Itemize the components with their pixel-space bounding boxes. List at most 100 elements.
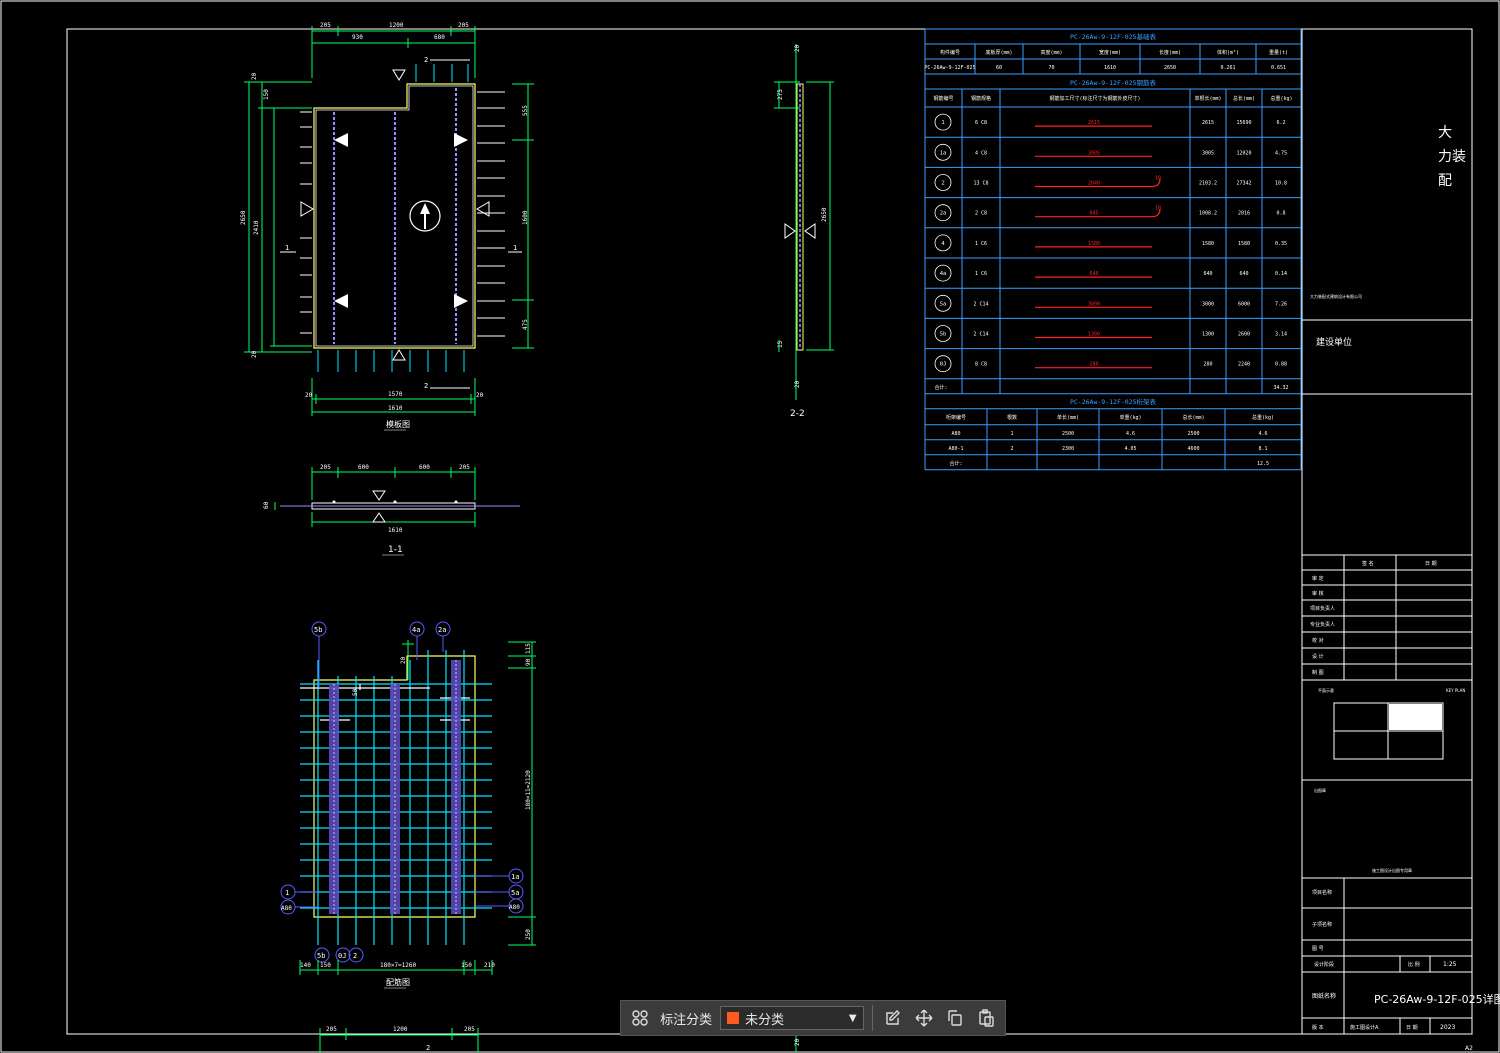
plan-dim-bottom-2: 20 bbox=[476, 392, 484, 399]
rebar-id-bubble-5 bbox=[934, 264, 952, 282]
sec11-dim-3: 205 bbox=[459, 464, 470, 471]
rebar-id-1: 1a bbox=[940, 150, 947, 156]
rebar-id-bubble-2 bbox=[934, 174, 952, 191]
rebar-hook-len-3: 10 bbox=[1155, 206, 1161, 212]
rebar-bubble-top-1: 4a bbox=[412, 626, 420, 634]
sec22-dim-2: 2650 bbox=[821, 207, 828, 222]
paste-icon[interactable] bbox=[974, 1005, 999, 1031]
sec11-height: 60 bbox=[263, 501, 270, 509]
rebar-id-bubble-7 bbox=[934, 325, 952, 342]
plan-dim-left-0: 20 bbox=[251, 72, 258, 80]
rebar-len-4: 1580 bbox=[1202, 241, 1214, 247]
embed-cell-1-5: 8.1 bbox=[1258, 446, 1267, 452]
rebar-table-header-2: 钢筋加工尺寸(标注尺寸为钢筋外皮尺寸) bbox=[1049, 95, 1140, 102]
rebar-total-wt: 34.32 bbox=[1273, 385, 1288, 391]
rebar-dim-bottom-2: 180×7=1260 bbox=[380, 962, 417, 969]
rebar-wt-2: 10.8 bbox=[1275, 181, 1287, 187]
sec22-dim-3: 15 bbox=[777, 340, 784, 348]
rebar-callouts-top bbox=[311, 621, 451, 688]
rebar-spec-0: 6 C8 bbox=[975, 120, 987, 126]
annotation-category-select[interactable]: 未分类 ▼ bbox=[720, 1006, 864, 1030]
plan-dim-left-2: 2650 bbox=[240, 210, 247, 225]
rebar-bubble-right-0: 1a bbox=[511, 873, 519, 881]
move-icon[interactable] bbox=[912, 1005, 937, 1031]
embed-table-header-1: 根数 bbox=[1007, 414, 1017, 421]
rebar-shape-len-5: 640 bbox=[1089, 271, 1098, 277]
keyplan-diagram bbox=[1333, 702, 1444, 760]
rebar-shape-len-7: 1300 bbox=[1088, 332, 1100, 338]
rebar-hook-2 bbox=[1151, 178, 1161, 188]
rebar-spec-1: 4 C8 bbox=[975, 150, 987, 156]
rebar-id-6: 5a bbox=[940, 301, 947, 307]
rebar-dim-bottom-3: 150 bbox=[461, 962, 472, 969]
rebar-len-3: 1008.2 bbox=[1199, 211, 1217, 217]
rebar-id-bubble-3 bbox=[934, 204, 952, 222]
plan-dim-right-1: 1600 bbox=[522, 210, 529, 225]
info-table-title: PC-26Aw-9-12F-025基础表 bbox=[1070, 32, 1157, 41]
plan-sec-mark-top: 2 bbox=[424, 56, 428, 64]
rebar-wt-6: 7.26 bbox=[1275, 301, 1287, 307]
section-2-2: 20 275 2650 15 20 2-2 bbox=[774, 44, 834, 419]
rebar-dim-bottom-4: 210 bbox=[484, 962, 495, 969]
bottom-partial-view: 205 1200 205 2 20 bbox=[319, 1026, 801, 1053]
sign-header-1: 日 期 bbox=[1425, 561, 1437, 567]
bottom-dim-1: 1200 bbox=[393, 1026, 408, 1033]
chevron-down-icon: ▼ bbox=[848, 1012, 857, 1024]
scale-value: 1:25 bbox=[1443, 961, 1457, 968]
plan-slab-outline bbox=[313, 83, 476, 349]
rebar-dim-bottom-0: 140 bbox=[300, 962, 311, 969]
info-table-header-4: 长度(mm) bbox=[1159, 49, 1181, 56]
rebar-id-0: 1 bbox=[941, 120, 944, 126]
info-table-cell-3: 1610 bbox=[1104, 65, 1116, 71]
rebar-id-2: 2 bbox=[941, 181, 944, 187]
plan-dim-top-0: 205 bbox=[320, 22, 331, 29]
rebar-id-bubble-6 bbox=[934, 294, 952, 312]
annotation-category-label: 标注分类 bbox=[660, 1012, 713, 1028]
embed-cell-0-4: 2500 bbox=[1187, 431, 1199, 437]
drawing-name-label: 图纸名称 bbox=[1312, 992, 1336, 1000]
rebar-len-6: 3000 bbox=[1202, 301, 1214, 307]
stamp-label: 出图章 bbox=[1314, 787, 1326, 793]
info-table-header-3: 宽度(mm) bbox=[1099, 49, 1121, 56]
plan-dim-bottom-0: 20 bbox=[305, 392, 313, 399]
rebar-truss-bands bbox=[329, 660, 461, 914]
info-table-header-0: 构件编号 bbox=[940, 49, 960, 56]
edit-icon[interactable] bbox=[881, 1005, 906, 1031]
copy-icon[interactable] bbox=[943, 1005, 968, 1031]
info-table-cell-1: 60 bbox=[996, 65, 1002, 71]
company-name-line-1: 大 bbox=[1438, 125, 1452, 141]
grid-apps-icon[interactable] bbox=[627, 1005, 652, 1031]
plan-rebar-ticks-left bbox=[300, 111, 312, 334]
rebar-spec-8: 8 C8 bbox=[975, 362, 987, 368]
rebar-bubble-right-2: A80 bbox=[509, 904, 520, 911]
embed-cell-1-0: A80-1 bbox=[948, 446, 963, 452]
rebar-total-label: 合计: bbox=[934, 384, 947, 391]
rebar-shape-len-8: 280 bbox=[1089, 362, 1098, 368]
bottom-dim-0: 205 bbox=[326, 1026, 337, 1033]
build-unit-label: 建设单位 bbox=[1316, 336, 1352, 348]
rebar-wt-4: 0.35 bbox=[1275, 241, 1287, 247]
plan-direction-arrow-icon bbox=[409, 200, 441, 232]
rebar-total-7: 2600 bbox=[1238, 332, 1250, 338]
plan-rebar-ticks-bottom bbox=[317, 350, 465, 372]
plan-dim-top-1: 1200 bbox=[389, 22, 404, 29]
info-table-header-2: 高度(mm) bbox=[1040, 49, 1062, 56]
rebar-total-6: 6000 bbox=[1238, 301, 1250, 307]
rebar-callouts-left bbox=[280, 884, 318, 915]
rebar-shape-len-6: 3000 bbox=[1088, 301, 1100, 307]
embed-cell-0-5: 4.6 bbox=[1258, 431, 1267, 437]
rebar-dim-left2-0: 20 bbox=[400, 656, 407, 664]
rebar-total-5: 640 bbox=[1239, 271, 1248, 277]
rebar-bubble-left-0: 1 bbox=[285, 889, 289, 897]
plan-dim-bottom-1: 1570 bbox=[388, 391, 403, 398]
rebar-dim-right-2: 180×11=2120 bbox=[525, 770, 532, 810]
rebar-callouts-bottom bbox=[314, 947, 364, 963]
rebar-table-header-3: 单根长(mm) bbox=[1194, 95, 1221, 102]
scale-label: 比 例 bbox=[1408, 961, 1420, 968]
plan-sec-mark-right: 1 bbox=[513, 244, 517, 252]
plan-dims-bottom bbox=[311, 378, 476, 416]
rebar-id-bubble-1 bbox=[934, 143, 952, 161]
embed-table-header-2: 单长(mm) bbox=[1057, 414, 1079, 421]
